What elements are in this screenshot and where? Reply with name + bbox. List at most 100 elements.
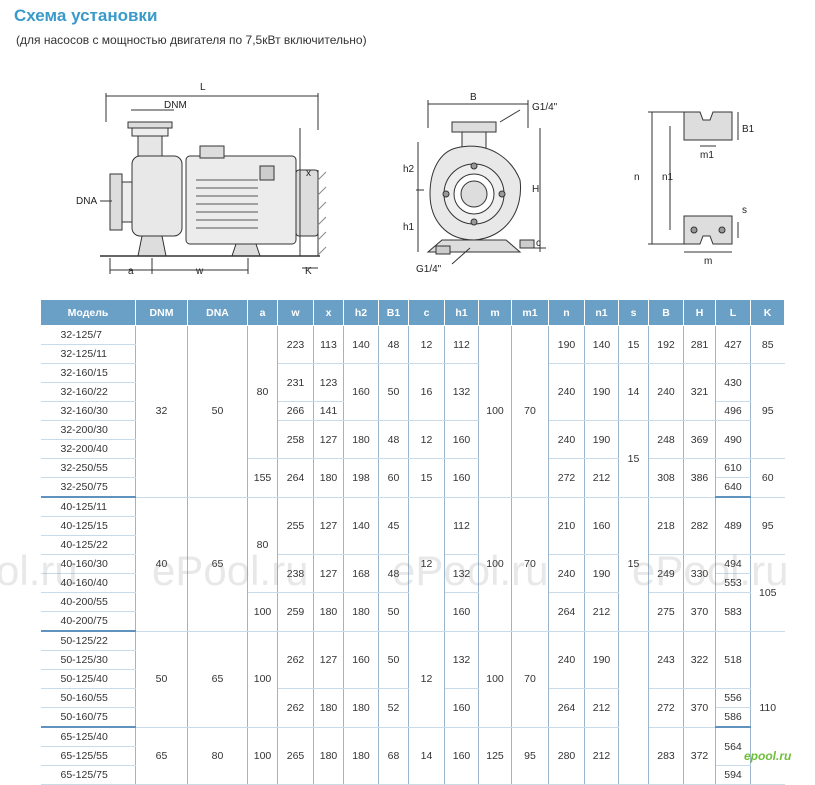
table-row: 32-160/15 231 123 160 50 16 132 240 190 …: [40, 363, 785, 459]
table-cell: 160: [444, 458, 479, 498]
table-cell: 52: [378, 688, 409, 728]
table-cell: 155: [247, 458, 278, 498]
table-cell: 125: [478, 727, 512, 785]
table-row: 32-250/55 155 264 180 198 60 15 160 272 …: [40, 458, 785, 498]
model-cell: 50-125/22: [40, 631, 136, 651]
dim-m-label: m: [704, 256, 712, 267]
table-cell: 132: [444, 363, 479, 421]
table-cell: 262: [277, 631, 314, 689]
watermark-text: ol.ru: [0, 547, 78, 594]
table-cell: 160: [444, 420, 479, 459]
table-cell: 212: [584, 727, 619, 785]
table-cell: 140: [343, 497, 379, 555]
table-cell: 110: [750, 631, 785, 785]
dim-n-label: n: [634, 172, 640, 183]
table-cell: 282: [683, 497, 716, 555]
table-cell: 190: [584, 554, 619, 593]
dim-B-label: B: [470, 92, 477, 103]
table-cell: [618, 631, 649, 785]
watermark-logo: epool.ru: [744, 749, 792, 763]
table-cell: 48: [378, 554, 409, 593]
table-cell: 68: [378, 727, 409, 785]
model-cell: 40-160/40: [40, 573, 136, 593]
table-cell: 160: [444, 727, 479, 785]
table-row: 40-125/11 40 65 80 255 127 140 45 12 112…: [40, 497, 785, 632]
table-cell: 40: [135, 497, 188, 632]
table-cell: 640: [715, 477, 751, 498]
table-cell: 192: [648, 325, 684, 364]
dim-s-label: s: [742, 205, 747, 216]
col-header-dna: DNA: [187, 299, 248, 326]
model-cell: 65-125/75: [40, 765, 136, 785]
table-row: 50-125/40: [40, 669, 785, 689]
col-header-a: a: [247, 299, 278, 326]
table-cell: 223: [277, 325, 314, 364]
pump-side-view: [100, 93, 327, 274]
table-cell: 283: [648, 727, 684, 785]
table-cell: 160: [584, 497, 619, 555]
table-row: 65-125/55: [40, 746, 785, 766]
table-cell: 15: [618, 420, 649, 498]
table-cell: 100: [478, 325, 512, 498]
model-cell: 32-160/15: [40, 363, 136, 383]
table-cell: 50: [378, 631, 409, 689]
table-cell: 95: [750, 497, 785, 555]
table-cell: 564: [715, 727, 751, 766]
table-cell: 427: [715, 325, 751, 364]
table-cell: 80: [247, 325, 278, 459]
table-cell: 259: [277, 592, 314, 632]
table-cell: 258: [277, 420, 314, 459]
table-cell: 12: [408, 497, 445, 632]
table-cell: 14: [408, 727, 445, 785]
table-cell: 112: [444, 497, 479, 555]
dim-a-label: a: [128, 266, 134, 277]
table-row: 32-125/11: [40, 344, 785, 364]
table-cell: 280: [548, 727, 585, 785]
model-cell: 32-250/75: [40, 477, 136, 498]
table-cell: 100: [478, 631, 512, 728]
table-cell: 180: [313, 592, 344, 632]
table-cell: 518: [715, 631, 751, 689]
col-header-x: x: [313, 299, 344, 326]
table-cell: 190: [548, 325, 585, 364]
table-cell: 70: [511, 497, 549, 632]
model-cell: 32-200/30: [40, 420, 136, 440]
table-cell: 180: [343, 592, 379, 632]
table-cell: 556: [715, 688, 751, 708]
watermark-text: ePool.ru: [392, 547, 549, 594]
table-row: 50-160/75 586: [40, 707, 785, 728]
table-cell: 50: [187, 325, 248, 498]
table-cell: 238: [277, 554, 314, 593]
table-cell: 264: [548, 592, 585, 632]
table-cell: 15: [618, 497, 649, 632]
table-cell: 240: [548, 420, 585, 459]
table-cell: 218: [648, 497, 684, 555]
table-cell: 180: [313, 688, 344, 728]
table-cell: 264: [548, 688, 585, 728]
table-cell: 308: [648, 458, 684, 498]
dim-h2-label: h2: [403, 164, 415, 175]
table-cell: 132: [444, 554, 479, 593]
table-row: 50-125/30: [40, 650, 785, 670]
model-cell: 65-125/55: [40, 746, 136, 766]
col-header-h2: h2: [343, 299, 379, 326]
table-cell: 586: [715, 707, 751, 728]
col-header-H: H: [683, 299, 716, 326]
table-row: 32-125/7 32 50 80 223 113 140 48 12 112 …: [40, 325, 785, 498]
table-cell: 594: [715, 765, 751, 785]
dim-c-label: c: [536, 238, 541, 249]
model-cell: 32-200/40: [40, 439, 136, 459]
table-cell: 210: [548, 497, 585, 555]
table-cell: 12: [408, 631, 445, 728]
table-cell: 132: [444, 631, 479, 689]
col-header-c: c: [408, 299, 445, 326]
model-cell: 40-200/55: [40, 592, 136, 612]
table-row: 40-160/40 553: [40, 573, 785, 593]
model-cell: 40-125/22: [40, 535, 136, 555]
table-cell: 180: [313, 727, 344, 785]
table-cell: 95: [511, 727, 549, 785]
table-cell: 123: [313, 363, 344, 402]
table-cell: 369: [683, 420, 716, 459]
table-cell: 272: [648, 688, 684, 728]
page-title: Схема установки: [14, 6, 158, 25]
